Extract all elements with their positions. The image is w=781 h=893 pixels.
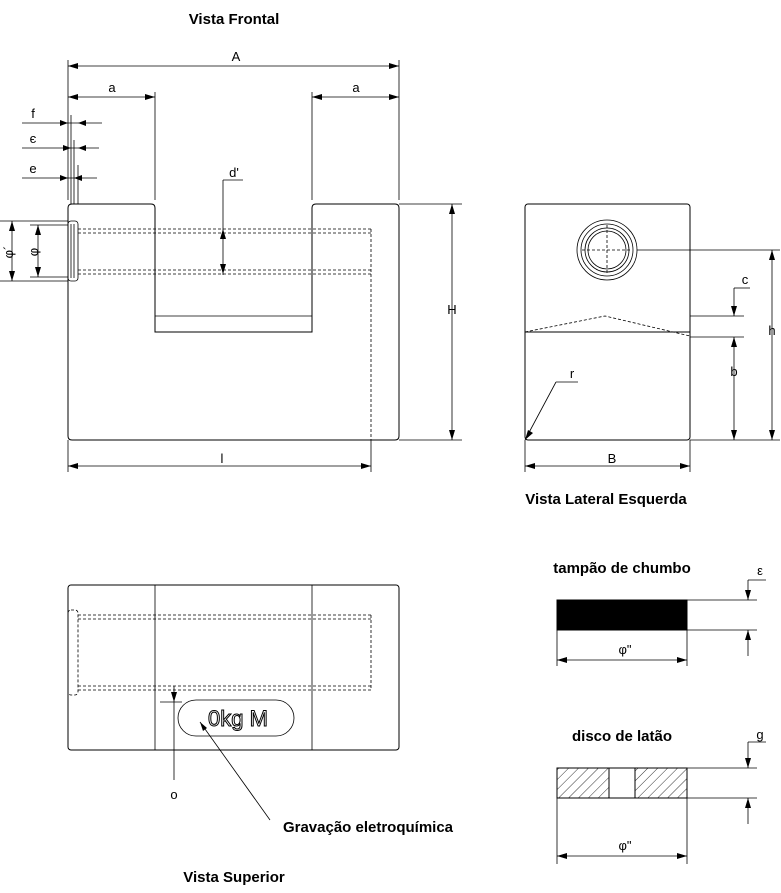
dim-g-label: g [756, 727, 763, 742]
dim-H-label: H [447, 302, 456, 317]
dim-o-label: o [170, 787, 177, 802]
dim-b-label: b [730, 364, 737, 379]
dim-a-right-label: a [352, 80, 360, 95]
engraving-text: 0kg M [208, 706, 268, 731]
top-view-title: Vista Superior [183, 869, 285, 886]
front-view: Vista Frontal A a a [0, 11, 462, 472]
dim-f-label: f [31, 106, 35, 121]
dim-h-label: h [768, 323, 775, 338]
side-view-title: Vista Lateral Esquerda [525, 491, 687, 508]
lead-plug-title: tampão de chumbo [553, 560, 691, 577]
brass-disc-left [556, 767, 610, 799]
dim-epsilon-front-label: є [30, 131, 37, 146]
dim-a-left-label: a [108, 80, 116, 95]
dim-c-label: c [742, 272, 749, 287]
dim-epsilon-plug-label: ε [757, 563, 763, 578]
front-view-title: Vista Frontal [189, 11, 280, 28]
lead-plug-shape [556, 599, 688, 631]
dim-A-label: A [232, 49, 241, 64]
dim-e-label: e [29, 161, 36, 176]
dim-phi-label: φ [26, 248, 41, 256]
dim-phi-double-disc-label: φ" [618, 838, 631, 853]
dim-B-label: B [608, 451, 617, 466]
brass-disc-title: disco de latão [572, 728, 672, 745]
engraving-frame [177, 699, 295, 737]
dim-d-prime-label: d' [229, 165, 239, 180]
lead-plug-detail: tampão de chumbo ε φ" [553, 560, 766, 666]
front-plug [67, 220, 79, 282]
side-roof-line [524, 315, 691, 337]
side-body-outline [524, 203, 691, 441]
side-view: c b h r B Vista Lateral Esquerda [524, 203, 780, 508]
dim-r-label: r [570, 366, 575, 381]
brass-disc-detail: disco de latão g φ" [556, 727, 766, 864]
brass-disc-right [634, 767, 688, 799]
brass-disc-hole [608, 767, 636, 799]
dim-phi-prime-label: φ´ [1, 246, 16, 259]
dim-phi-double-plug-label: φ" [618, 642, 631, 657]
front-body-outline [67, 203, 400, 441]
dim-l-label: l [221, 451, 224, 466]
top-view: 0kg M o Gravação eletroquímica Vista Sup… [67, 584, 454, 886]
engraving-label: Gravação eletroquímica [283, 819, 454, 836]
